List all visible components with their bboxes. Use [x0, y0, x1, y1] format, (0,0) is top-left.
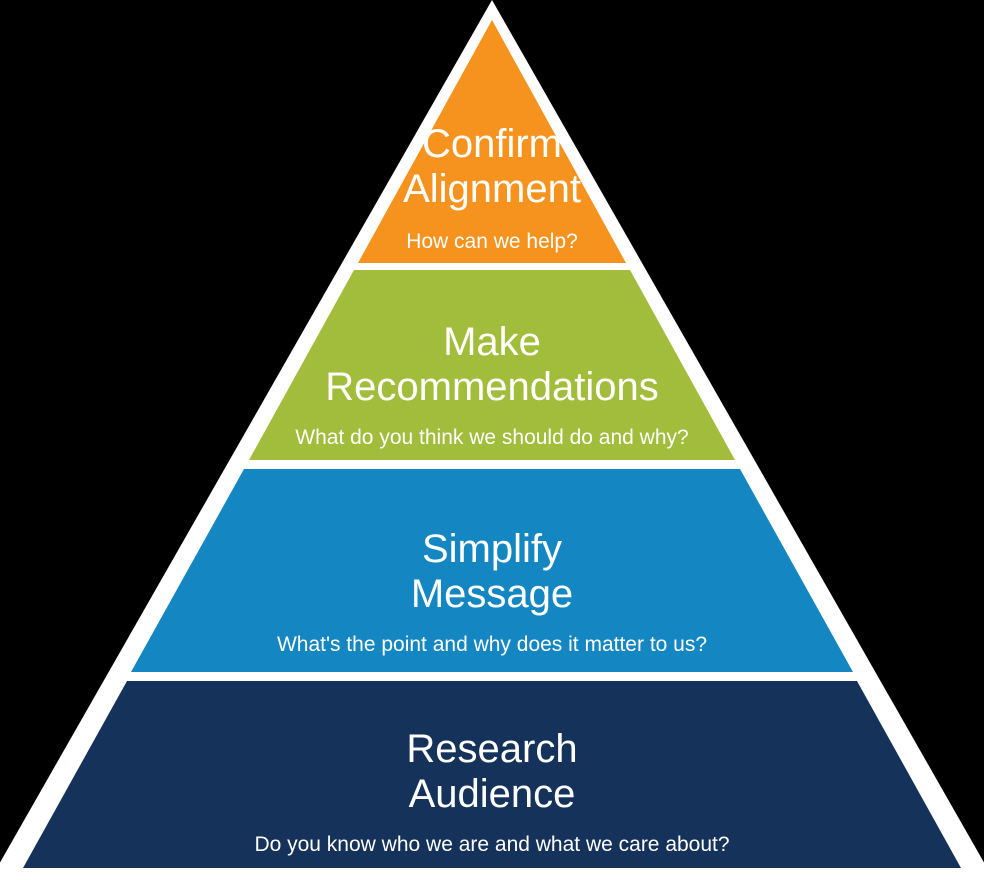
level-research-audience-title-line2: Audience — [409, 772, 576, 816]
level-confirm-alignment: Confirm Alignment How can we help? — [358, 20, 626, 263]
level-simplify-message-shape — [131, 469, 853, 672]
level-confirm-alignment-title-line1: Confirm — [422, 122, 562, 166]
level-research-audience: Research Audience Do you know who we are… — [23, 681, 961, 868]
level-research-audience-title-line1: Research — [406, 727, 577, 771]
level-simplify-message-subtitle: What's the point and why does it matter … — [277, 633, 707, 656]
level-confirm-alignment-subtitle: How can we help? — [406, 230, 578, 253]
level-confirm-alignment-title-line2: Alignment — [403, 167, 581, 211]
level-make-recommendations-shape — [249, 270, 735, 460]
level-make-recommendations-subtitle: What do you think we should do and why? — [295, 426, 688, 449]
level-simplify-message: Simplify Message What's the point and wh… — [131, 469, 853, 672]
level-make-recommendations-title-line1: Make — [443, 320, 541, 364]
level-research-audience-subtitle: Do you know who we are and what we care … — [254, 833, 729, 856]
level-simplify-message-title-line1: Simplify — [422, 527, 562, 571]
level-research-audience-shape — [23, 681, 961, 868]
level-make-recommendations-title-line2: Recommendations — [325, 365, 659, 409]
level-make-recommendations: Make Recommendations What do you think w… — [249, 270, 735, 460]
level-simplify-message-title-line2: Message — [411, 572, 573, 616]
level-confirm-alignment-shape — [358, 20, 626, 263]
